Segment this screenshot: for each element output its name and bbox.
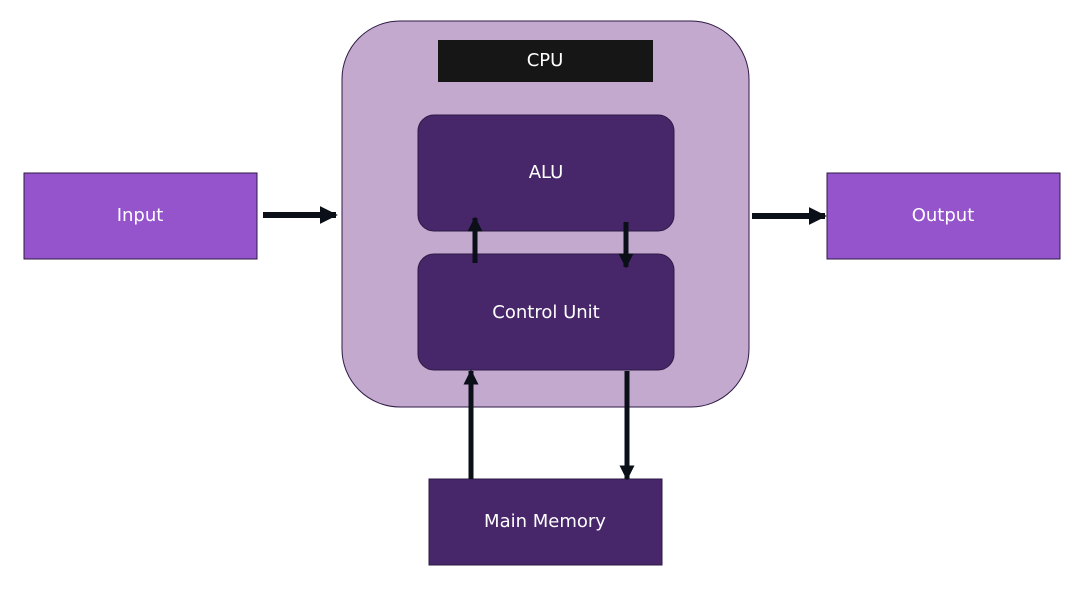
alu-label: ALU [529,162,564,183]
output-box [826,172,1061,260]
input-box [23,172,258,260]
input-label: Input [117,205,164,226]
alu-box [417,114,675,232]
output-label: Output [912,205,975,226]
cpu-title-bar [438,40,653,82]
cpu-title: CPU [527,50,564,71]
control-unit-box [417,253,675,371]
control-unit-label: Control Unit [492,302,599,323]
main-memory-box [428,478,663,566]
main-memory-label: Main Memory [484,511,606,532]
